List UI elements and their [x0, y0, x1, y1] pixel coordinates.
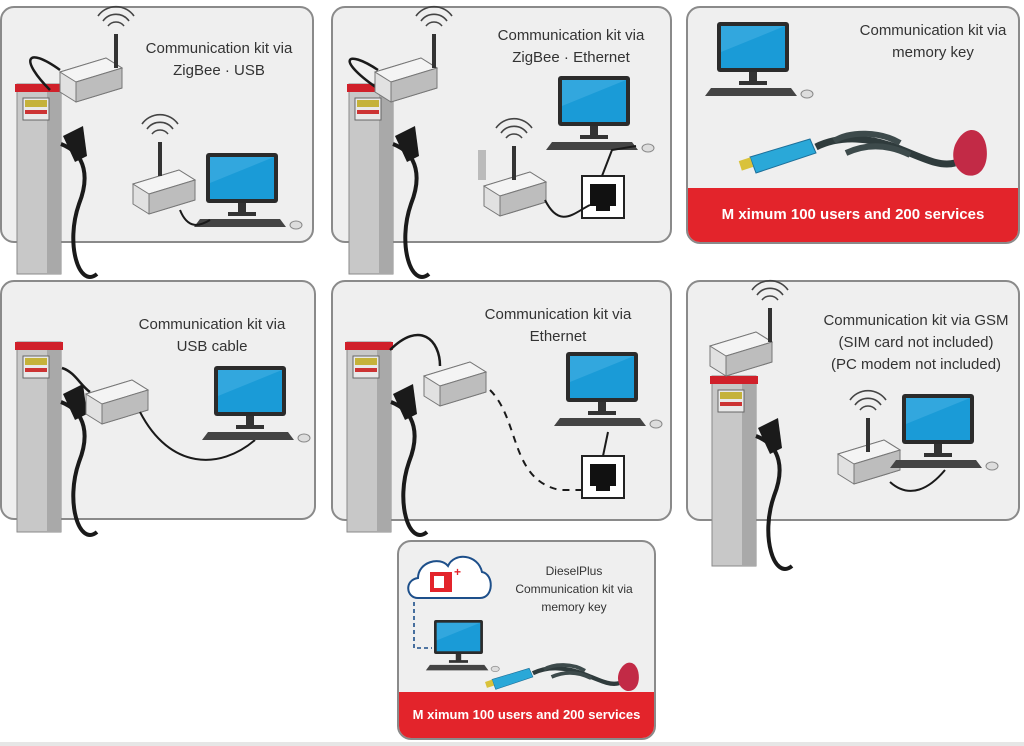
max-users-banner: M ximum 100 users and 200 services — [399, 692, 654, 738]
cable — [602, 431, 609, 457]
max-users-banner: M ximum 100 users and 200 services — [688, 188, 1018, 242]
dashed-link — [413, 602, 432, 649]
cable — [179, 209, 211, 226]
computer-icon — [545, 75, 655, 153]
caption-usb-cable: Communication kit via USB cable — [127, 314, 297, 358]
usb-cable-illustration — [14, 341, 311, 537]
usb-device — [85, 379, 149, 425]
computer-icon — [201, 365, 311, 443]
fuel-pump — [14, 83, 64, 275]
fuel-pump — [346, 83, 396, 275]
caption-line: memory key — [541, 600, 607, 614]
caption-line: Communication kit via — [484, 306, 632, 323]
ethernet-illustration — [344, 333, 663, 537]
pump-hose — [389, 382, 429, 537]
cable — [29, 56, 61, 91]
computer-icon — [193, 152, 303, 230]
cable — [389, 333, 442, 367]
router-antenna-base — [478, 150, 486, 180]
caption-line: ZigBee · USB — [173, 62, 265, 79]
caption-line: Communication kit via GSM — [823, 312, 1009, 329]
ethernet-port-icon — [581, 175, 625, 219]
caption-line: Communication kit via — [145, 40, 293, 57]
cable — [544, 199, 591, 218]
cable — [601, 145, 637, 177]
zigbee-usb-illustration — [14, 5, 303, 279]
zigbee-router — [132, 169, 196, 215]
caption-gsm: Communication kit via GSM (SIM card not … — [818, 310, 1014, 376]
computer-icon — [704, 21, 814, 99]
memory-key-illustration — [704, 21, 987, 176]
zigbee-router — [374, 57, 438, 103]
zigbee-ethernet-illustration — [346, 5, 655, 279]
ethernet-device — [423, 361, 487, 407]
svg-text:+: + — [454, 565, 461, 579]
caption-ethernet: Communication kit via Ethernet — [473, 304, 643, 348]
caption-line: Communication kit via — [515, 582, 633, 596]
antenna-icon — [141, 113, 179, 177]
gsm-modem — [709, 331, 773, 377]
caption-line: DieselPlus — [545, 564, 603, 578]
caption-line: (SIM card not included) — [838, 334, 994, 351]
computer-icon — [425, 619, 500, 673]
dieselplus-illustration: + — [407, 556, 639, 691]
bottom-divider — [0, 742, 1024, 746]
caption-line: ZigBee · Ethernet — [512, 49, 630, 66]
cable — [61, 366, 91, 394]
zigbee-router — [59, 57, 123, 103]
caption-line: Communication kit via — [138, 316, 286, 333]
cable — [889, 469, 946, 492]
caption-line: Communication kit via — [859, 22, 1007, 39]
caption-line: USB cable — [176, 338, 248, 355]
cable — [139, 411, 256, 461]
cable — [348, 57, 381, 92]
fuel-pump — [344, 341, 394, 533]
pump-hose — [391, 124, 431, 279]
caption-line: memory key — [892, 44, 974, 61]
fuel-pump — [14, 341, 64, 533]
computer-icon — [553, 351, 663, 429]
memory-key-icon — [739, 130, 987, 176]
memory-key-icon — [485, 663, 639, 691]
caption-memory-key: Communication kit via memory key — [848, 20, 1018, 64]
ethernet-port-icon — [581, 455, 625, 499]
pump-hose — [754, 416, 794, 571]
gsm-illustration — [709, 279, 999, 571]
caption-line: (PC modem not included) — [830, 356, 1002, 373]
computer-icon — [889, 393, 999, 471]
dashed-cable — [489, 389, 590, 491]
fuel-pump — [709, 375, 759, 567]
caption-dieselplus: DieselPlus Communication kit via memory … — [499, 562, 649, 616]
caption-zigbee-usb: Communication kit via ZigBee · USB — [134, 38, 304, 82]
caption-zigbee-ethernet: Communication kit via ZigBee · Ethernet — [481, 25, 661, 69]
caption-line: Communication kit via — [497, 27, 645, 44]
antenna-icon — [495, 117, 533, 181]
pump-hose — [59, 124, 99, 279]
caption-line: Ethernet — [529, 328, 587, 345]
